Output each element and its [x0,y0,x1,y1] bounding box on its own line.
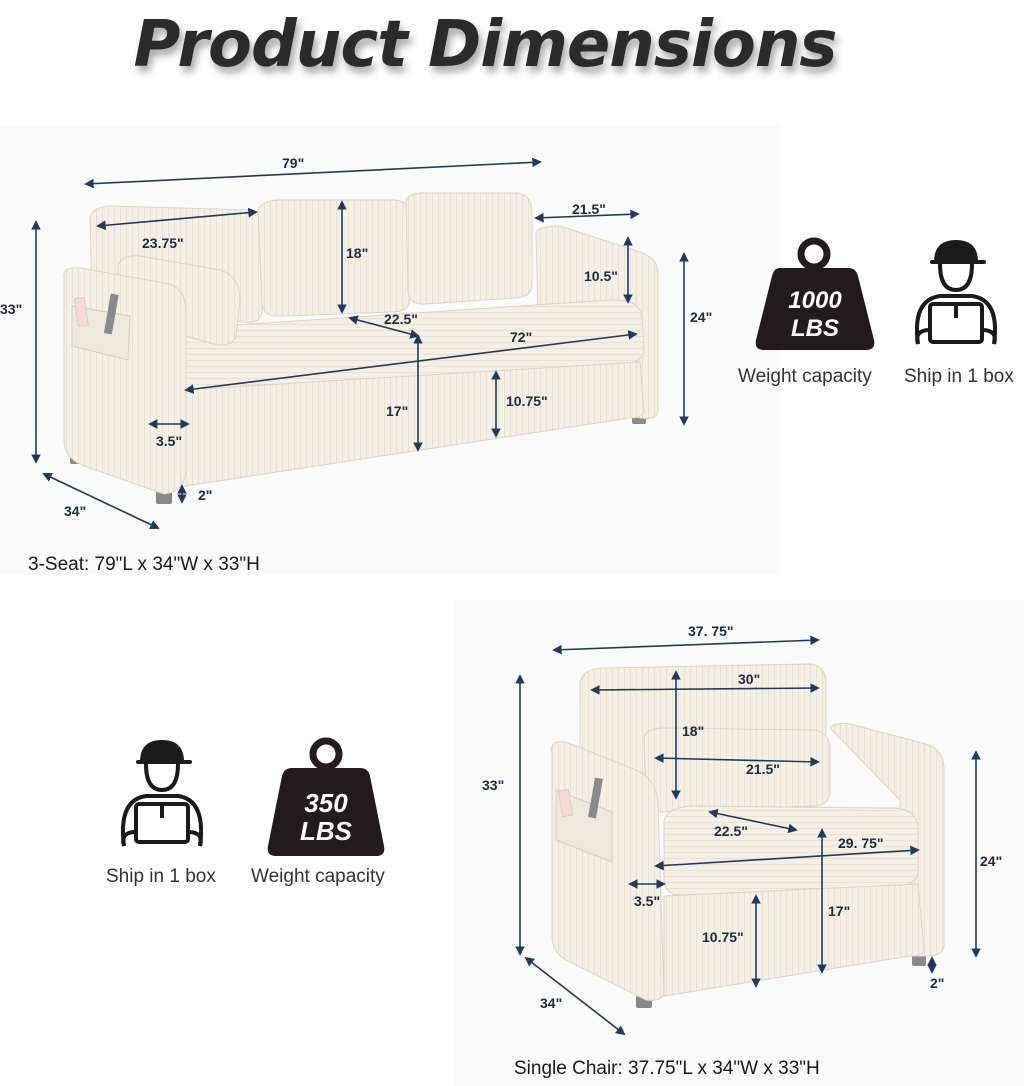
chair-seat-height-label: 17" [828,903,850,919]
chair-arm-total-height-label: 24" [980,853,1002,869]
sofa-weight-value: 1000 [788,287,842,314]
weight-icon: 1000 LBS [755,237,875,350]
sofa-seat-height-label: 17" [386,403,408,419]
chair-seat-width-label: 29. 75" [838,835,884,851]
sofa-seat-width-label: 72" [510,329,532,345]
chair-weight-value: 350 [304,788,348,818]
sofa-caption: 3-Seat: 79"L x 34"W x 33"H [28,554,260,575]
sofa-dimension-labels: 79" 21.5" 23.75" 18" 10.5" 22.5" 72" 33"… [0,155,712,519]
chair-seat-base-label: 10.75" [702,929,744,945]
chair-illustration [550,663,945,1008]
sofa-length-label: 79" [282,155,304,171]
chair-back-width-label: 30" [738,671,760,687]
sofa-leg-height-label: 2" [198,487,212,503]
sofa-side-offset-label: 3.5" [156,433,182,449]
sofa-ship-label: Ship in 1 box [904,366,1014,387]
chair-dimension-lines [515,635,981,1036]
chair-total-height-label: 33" [482,777,504,793]
chair-weight-unit: LBS [300,816,353,846]
sofa-seat-depth-label: 22.5" [384,311,418,327]
sofa-arm-width-label: 21.5" [572,201,606,217]
chair-seat-depth-label: 22.5" [714,823,748,839]
sofa-weight-unit: LBS [791,315,839,342]
chair-leg-height-label: 2" [930,975,944,991]
chair-length-label: 37. 75" [688,623,734,639]
sofa-back-cushion-width-label: 23.75" [142,235,184,251]
sofa-seat-base-label: 10.75" [506,393,548,409]
weight-icon: 350 LBS [267,737,385,856]
chair-caption: Single Chair: 37.75"L x 34"W x 33"H [514,1058,820,1079]
sofa-dimension-lines [31,157,689,530]
sofa-arm-total-height-label: 24" [690,309,712,325]
delivery-person-icon [121,740,203,847]
chair-ship-label: Ship in 1 box [106,866,216,887]
chair-dimension-labels: 37. 75" 30" 18" 21.5" 22.5" 29. 75" 33" … [482,623,1002,1011]
chair-pillow-width-label: 21.5" [746,761,780,777]
chair-weight-label: Weight capacity [251,866,385,887]
sofa-weight-label: Weight capacity [738,366,872,387]
page-title: Product Dimensions [133,8,837,82]
chair-depth-label: 34" [540,995,562,1011]
sofa-arm-height-label: 10.5" [584,268,618,284]
sofa-back-cushion-height-label: 18" [346,245,368,261]
sofa-depth-label: 34" [64,503,86,519]
sofa-total-height-label: 33" [0,301,22,317]
chair-back-height-label: 18" [682,723,704,739]
delivery-person-icon [915,240,997,345]
chair-side-offset-label: 3.5" [634,893,660,909]
